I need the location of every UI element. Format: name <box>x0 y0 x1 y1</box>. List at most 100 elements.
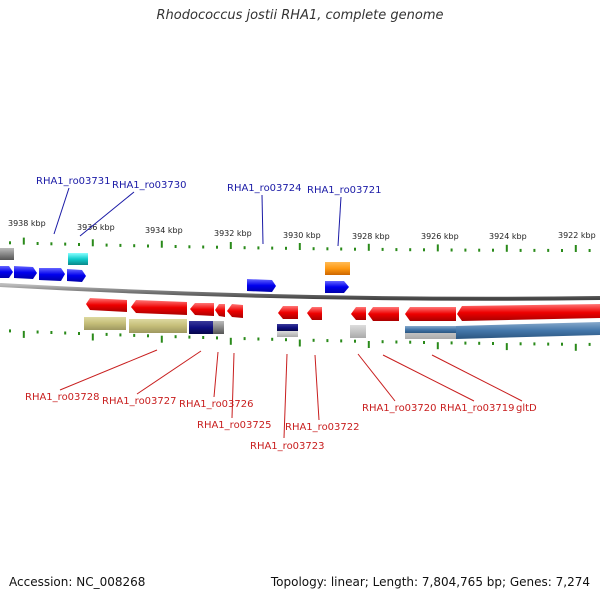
minor-tick <box>561 249 563 252</box>
gene-label[interactable]: RHA1_ro03730 <box>112 180 187 191</box>
minor-tick <box>50 331 53 334</box>
gene-minus[interactable] <box>86 298 127 312</box>
gene-minus[interactable] <box>131 300 187 315</box>
gene-label[interactable]: RHA1_ro03723 <box>250 441 325 452</box>
gene-label[interactable]: RHA1_ro03728 <box>25 392 100 403</box>
minor-tick <box>395 248 398 252</box>
minor-tick <box>36 242 39 245</box>
gene-orange[interactable] <box>325 262 350 275</box>
minor-tick <box>188 245 191 249</box>
minor-tick <box>147 244 149 248</box>
minor-tick <box>492 248 494 252</box>
gene-plus[interactable] <box>39 268 65 281</box>
gene-minus[interactable] <box>457 304 600 321</box>
gene-label[interactable]: RHA1_ro03721 <box>307 185 382 196</box>
minor-tick <box>588 342 591 346</box>
gene-minus[interactable] <box>227 304 243 318</box>
minor-tick <box>340 339 343 343</box>
lower-tick-track <box>9 329 591 351</box>
gene-label[interactable]: RHA1_ro03724 <box>227 183 302 194</box>
gene-label[interactable]: RHA1_ro03722 <box>285 422 360 433</box>
kbp-label: 3938 kbp <box>8 219 46 228</box>
gene-label[interactable]: RHA1_ro03731 <box>36 176 111 187</box>
gene-steel[interactable] <box>456 322 600 339</box>
genome-summary-text: Topology: linear; Length: 7,804,765 bp; … <box>270 575 590 589</box>
label-leaders-plus <box>53 187 342 247</box>
major-tick <box>91 239 94 247</box>
major-tick <box>229 242 232 249</box>
gene-minus[interactable] <box>368 307 399 321</box>
plus-strand-genes <box>0 248 350 293</box>
minor-tick <box>492 342 494 345</box>
minor-tick <box>271 337 274 341</box>
gene-navy[interactable] <box>277 324 298 331</box>
gene-plus[interactable] <box>67 269 86 282</box>
kbp-label: 3922 kbp <box>558 231 596 240</box>
minor-tick <box>478 248 481 252</box>
genome-title: Rhodococcus jostii RHA1, complete genome <box>156 8 444 23</box>
gene-label[interactable]: RHA1_ro03726 <box>179 399 254 410</box>
minor-tick <box>326 247 329 251</box>
major-tick <box>367 243 370 251</box>
minor-tick <box>547 248 550 252</box>
gene-label[interactable]: gltD <box>516 403 537 414</box>
gene-khaki[interactable] <box>129 319 187 333</box>
gene-plus[interactable] <box>14 266 37 279</box>
gene-minus[interactable] <box>190 303 214 316</box>
gene-minus[interactable] <box>278 306 298 319</box>
gene-plus[interactable] <box>247 279 276 292</box>
label-leaders-minus <box>59 349 523 439</box>
major-tick <box>22 330 25 338</box>
gene-plus[interactable] <box>0 266 13 278</box>
minor-tick <box>450 248 453 252</box>
major-tick <box>160 240 163 248</box>
gene-label[interactable]: RHA1_ro03720 <box>362 403 437 414</box>
kbp-label: 3928 kbp <box>352 232 390 241</box>
minor-tick <box>450 341 453 345</box>
major-tick <box>574 245 577 252</box>
minor-tick <box>354 247 356 251</box>
gene-minus[interactable] <box>215 304 225 317</box>
kbp-label: 3934 kbp <box>145 226 183 235</box>
major-tick <box>367 341 370 348</box>
major-tick <box>91 333 94 341</box>
gene-cyan[interactable] <box>68 253 88 265</box>
major-tick <box>505 244 508 252</box>
minor-tick <box>354 339 356 343</box>
minor-tick <box>50 242 53 246</box>
gene-label[interactable]: RHA1_ro03727 <box>102 396 177 407</box>
gene-navy[interactable] <box>189 321 213 334</box>
minor-tick <box>423 341 425 344</box>
kbp-label: 3936 kbp <box>77 223 115 232</box>
minor-tick <box>533 248 536 252</box>
gene-lightgray[interactable] <box>277 331 298 337</box>
gene-minus[interactable] <box>351 307 366 320</box>
gene-gray[interactable] <box>0 248 14 260</box>
minor-tick <box>202 336 205 339</box>
minor-tick <box>285 246 287 250</box>
minor-tick <box>133 333 136 337</box>
gene-minus[interactable] <box>405 307 456 321</box>
kbp-label: 3924 kbp <box>489 232 527 241</box>
gene-label[interactable]: RHA1_ro03719 <box>440 403 515 414</box>
minor-tick <box>147 334 149 338</box>
gene-steel[interactable] <box>405 326 456 333</box>
accession-text: Accession: NC_008268 <box>9 575 146 589</box>
minor-tick <box>243 246 246 250</box>
minor-tick <box>64 242 67 246</box>
gene-plus[interactable] <box>325 281 349 293</box>
minor-tick <box>257 246 260 250</box>
gene-minus[interactable] <box>307 307 322 320</box>
upper-tick-track <box>9 237 591 252</box>
minor-tick <box>561 342 563 346</box>
minor-tick <box>216 336 218 340</box>
minor-tick <box>381 340 384 344</box>
major-tick <box>505 343 508 351</box>
gene-lightgray[interactable] <box>350 325 366 338</box>
gene-label[interactable]: RHA1_ro03725 <box>197 420 272 431</box>
gene-gray[interactable] <box>213 321 224 334</box>
gene-khaki[interactable] <box>84 317 126 330</box>
minor-tick <box>257 337 260 341</box>
minor-tick <box>78 243 80 246</box>
